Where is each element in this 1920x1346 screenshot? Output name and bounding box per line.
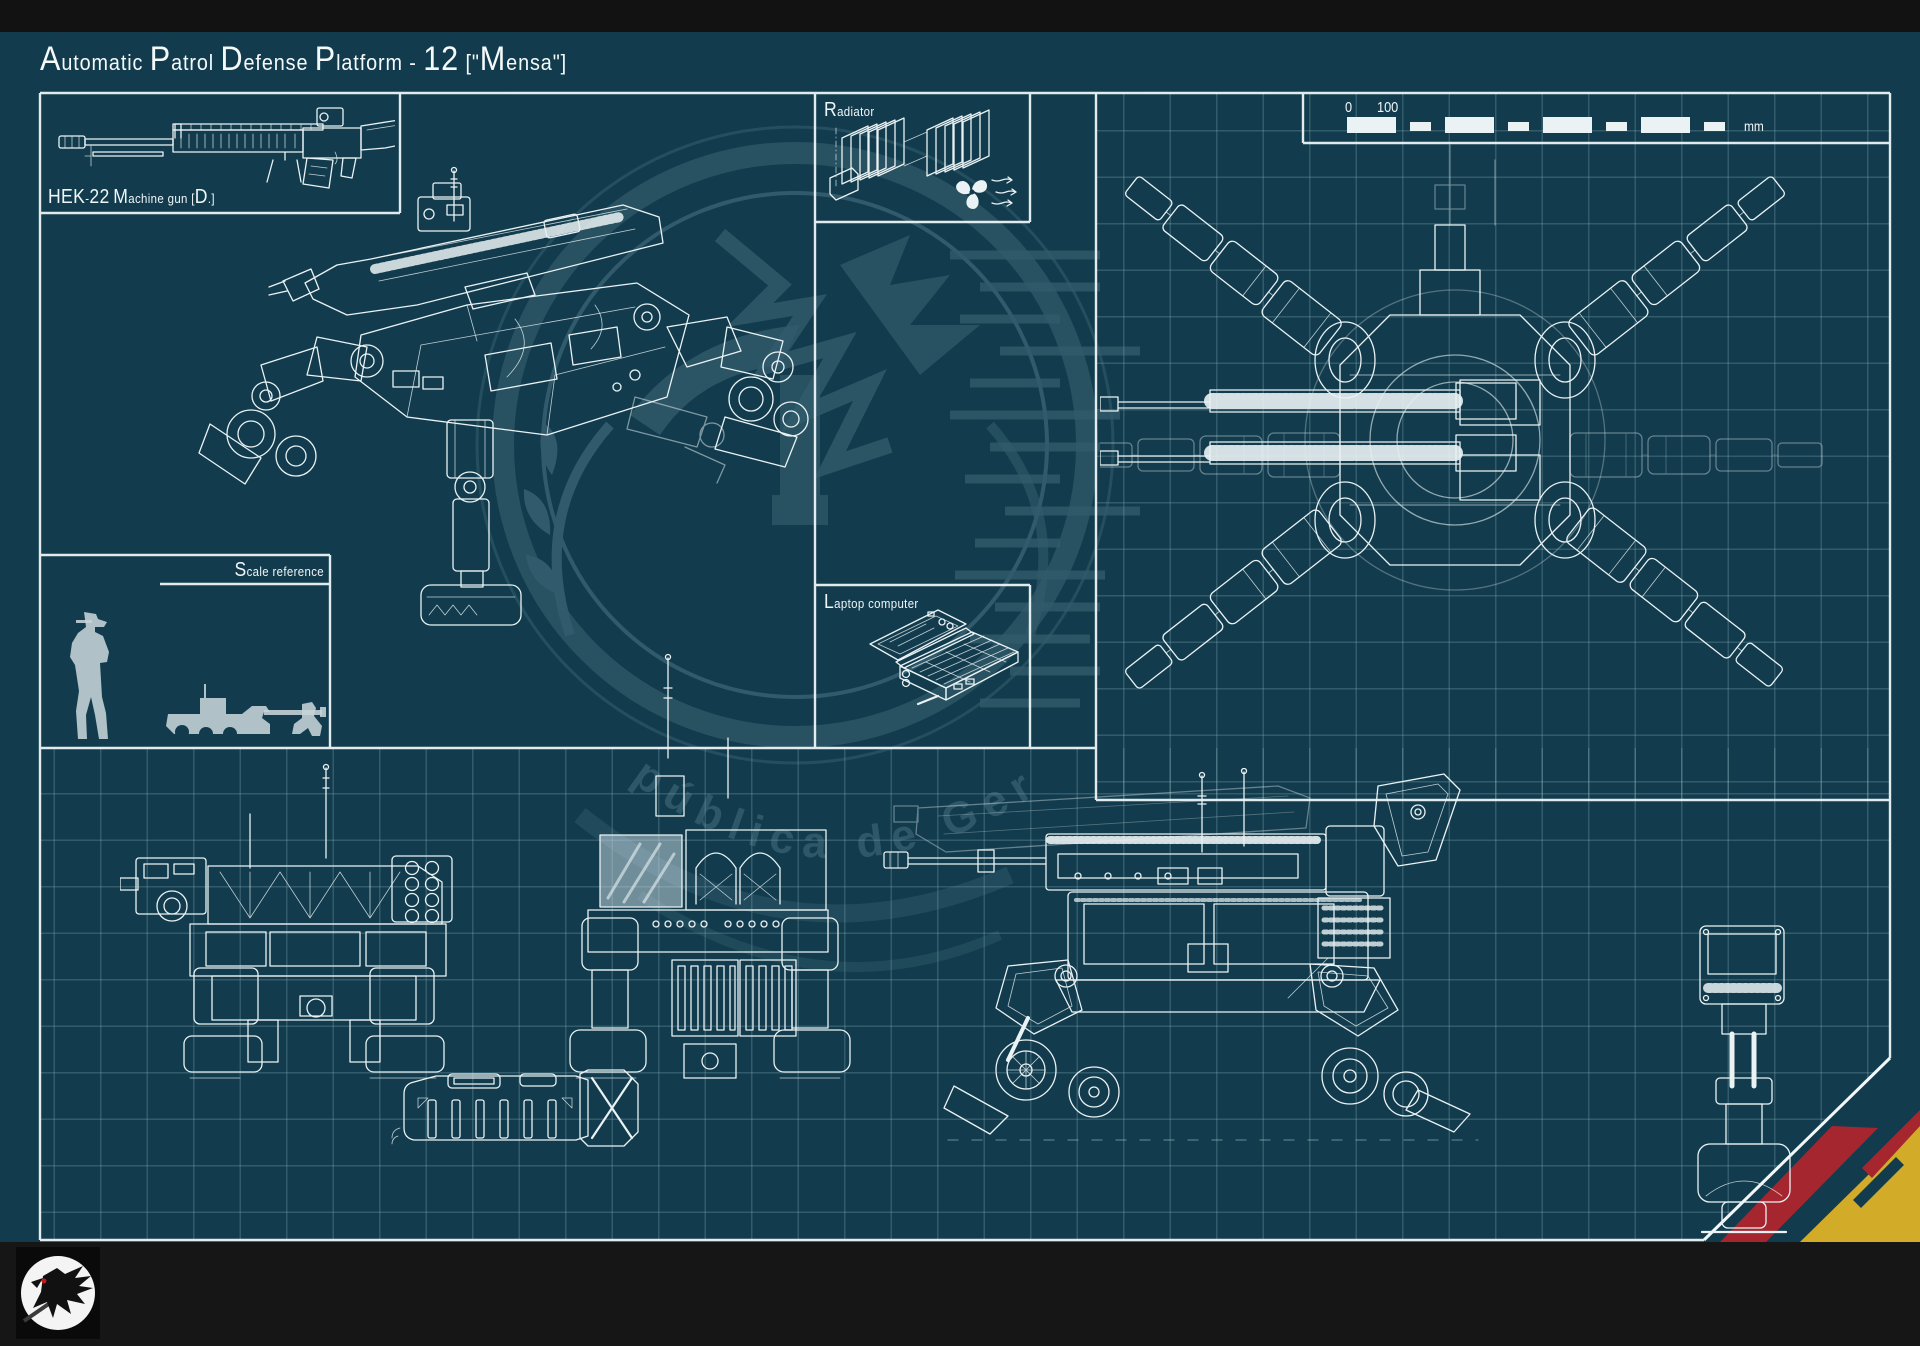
- top-view-drawing: [1100, 144, 1823, 699]
- crow-eye: [41, 1278, 47, 1284]
- watermark-speed-dashes: [950, 250, 1140, 708]
- front-view-drawing: [120, 763, 453, 1079]
- radiator-label: Radiator: [824, 99, 875, 121]
- scale-reference-label: Scale reference: [234, 559, 324, 581]
- corner-fold: [1702, 1054, 1920, 1242]
- orthographic-grid: [40, 748, 1890, 1240]
- scale-zero-label: 0: [1345, 99, 1353, 116]
- studio-logo-icon: [16, 1247, 100, 1339]
- page-title: Automatic Patrol Defense Platform - 12 […: [40, 40, 568, 78]
- laptop-label: Laptop computer: [824, 591, 919, 613]
- top-bar: [0, 0, 1920, 32]
- scale-hundred-label: 100: [1377, 99, 1399, 116]
- scale-unit-label: mm: [1744, 118, 1764, 134]
- machine-gun-label: HEK-22 Machine gun [D.]: [48, 186, 215, 208]
- pod-component-drawing: [391, 1069, 639, 1147]
- main-isometric-drawing: [198, 166, 809, 626]
- bottom-bar: RUBBLE STUDIO: [0, 1242, 1920, 1346]
- rear-view-drawing: [569, 653, 851, 1079]
- fold-line: [1702, 1056, 1892, 1242]
- scale-bar: [1347, 117, 1725, 133]
- machine-gun-drawing: [58, 107, 395, 189]
- leg-detail-drawing: [1697, 925, 1791, 1234]
- crouching-figure-silhouette: [292, 702, 322, 736]
- radiator-drawing: [829, 109, 1017, 210]
- side-view-drawing: [883, 768, 1479, 1141]
- soldier-silhouette: [70, 612, 109, 739]
- fan-icon: [956, 180, 988, 210]
- turret-silhouette: [166, 684, 326, 741]
- red-stripe: [1720, 1126, 1878, 1242]
- scale-reference-drawing: [70, 612, 326, 741]
- laptop-drawing: [869, 609, 1019, 706]
- airflow-arrows: [991, 176, 1017, 207]
